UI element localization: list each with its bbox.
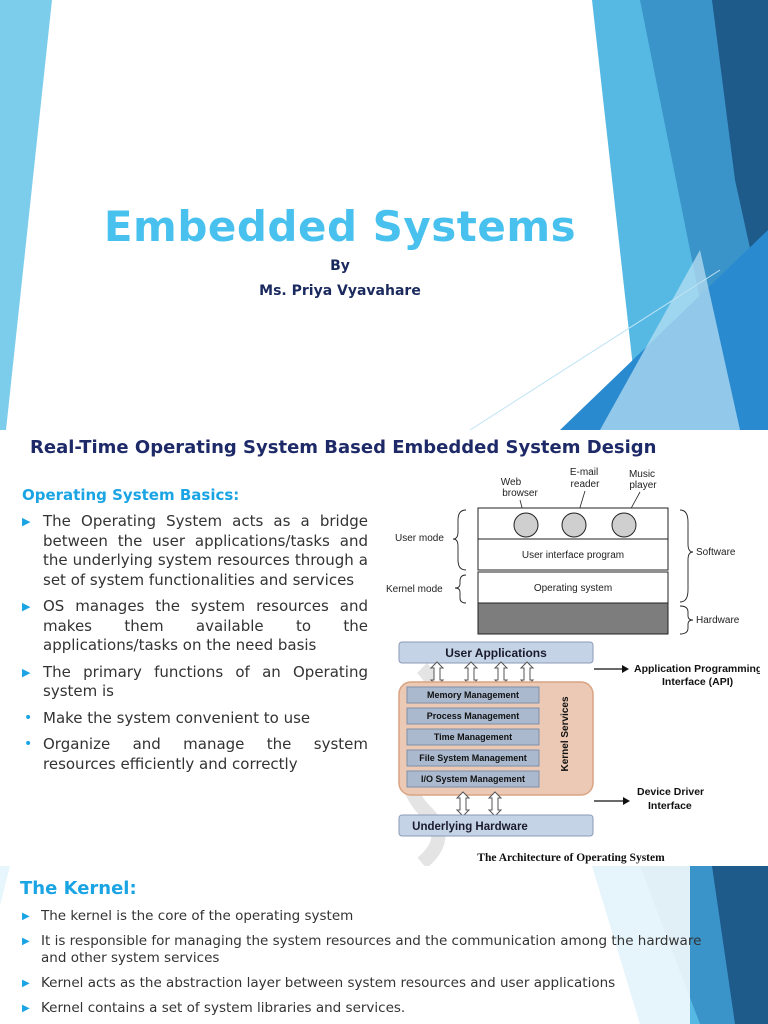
- web-browser-label: browser: [502, 488, 538, 499]
- kernel-mode-label: Kernel mode: [386, 584, 443, 595]
- section-subtitle: Operating System Basics:: [22, 486, 240, 504]
- app-icon: [513, 512, 539, 538]
- os-architecture-svg: User Applications Application Programmin…: [398, 641, 762, 866]
- title-slide: Embedded Systems By Ms. Priya Vyavahare: [0, 0, 768, 430]
- email-reader-label: E-mail: [570, 467, 598, 478]
- os-modes-diagram: Web browser E-mail reader Music player U…: [382, 460, 750, 638]
- driver-label-line1: Device Driver: [637, 786, 704, 798]
- driver-label-line2: Interface: [648, 800, 692, 812]
- hardware-layer: [477, 602, 669, 635]
- app-icon: [561, 512, 587, 538]
- slide-title: The Kernel:: [20, 878, 137, 899]
- hardware-brace: [679, 605, 694, 635]
- arrow-bullet-icon: ▶: [22, 936, 30, 947]
- slide-title: Embedded Systems: [103, 202, 577, 251]
- api-arrow-head: [622, 665, 629, 673]
- user-applications-box: [398, 641, 594, 664]
- bullet-list: ▶The Operating System acts as a bridge b…: [22, 512, 368, 781]
- left-stripe: [0, 0, 52, 430]
- music-player-label: Music: [629, 469, 655, 480]
- list-item: ▶Kernel contains a set of system librari…: [22, 1000, 406, 1016]
- kernel-service-box: [406, 686, 540, 704]
- driver-arrow-head: [623, 797, 630, 805]
- os-architecture-diagram: User Applications Application Programmin…: [382, 638, 762, 866]
- double-arrow: [455, 791, 471, 817]
- api-label-line1: Application Programming: [634, 663, 760, 675]
- author-name: Ms. Priya Vyavahare: [259, 283, 421, 299]
- right-panel-dark: [712, 866, 768, 1024]
- list-item: ▶The kernel is the core of the operating…: [22, 908, 354, 924]
- app-icon: [611, 512, 637, 538]
- slide-title: Real-Time Operating System Based Embedde…: [30, 437, 657, 458]
- web-browser-label: Web: [501, 477, 522, 488]
- slide1-decoration: [0, 0, 768, 430]
- figure-caption: The Architecture of Operating System: [477, 852, 665, 864]
- kernel-service-box: [406, 770, 540, 788]
- list-item: •Make the system convenient to use: [24, 708, 311, 727]
- kernel-service-box: [406, 707, 540, 725]
- kernel-service-box: [406, 728, 540, 746]
- music-player-label: player: [629, 480, 657, 491]
- kernel-service-label: Time Management: [434, 732, 512, 742]
- kernel-services-label: Kernel Services: [560, 696, 571, 771]
- list-item: •Organize and manage the system resource…: [24, 735, 368, 773]
- user-mode-label: User mode: [395, 533, 444, 544]
- arrow-bullet-icon: ▶: [22, 911, 30, 922]
- dot-bullet-icon: •: [24, 736, 33, 752]
- arrow-bullet-icon: ▶: [22, 978, 30, 989]
- dot-bullet-icon: •: [24, 709, 33, 726]
- slide3-decoration: [0, 866, 768, 1024]
- ui-program-label: User interface program: [522, 550, 624, 561]
- arrow-bullet-icon: ▶: [22, 515, 31, 528]
- rtos-slide: Real-Time Operating System Based Embedde…: [0, 430, 768, 866]
- underlying-hardware-label: Underlying Hardware: [412, 821, 528, 833]
- arrow-bullet-icon: ▶: [22, 1003, 30, 1014]
- os-layer: [477, 571, 669, 604]
- right-wedge-light: [600, 250, 740, 430]
- content-backdrop: [0, 866, 690, 1024]
- thin-line: [469, 269, 721, 430]
- kernel-service-box: [406, 749, 540, 767]
- arrow-bullet-icon: ▶: [22, 600, 31, 613]
- arrow-bullet-icon: ▶: [22, 665, 31, 679]
- list-item: ▶Kernel acts as the abstraction layer be…: [22, 975, 616, 991]
- kernel-service-label: Memory Management: [427, 690, 519, 700]
- os-label: Operating system: [534, 583, 612, 594]
- api-label-line2: Interface (API): [662, 676, 733, 688]
- os-modes-svg: Web browser E-mail reader Music player U…: [386, 467, 740, 635]
- kernel-mode-brace: [454, 574, 467, 604]
- software-label: Software: [696, 547, 736, 558]
- kernel-service-label: I/O System Management: [421, 774, 525, 784]
- kernel-service-label: Process Management: [427, 711, 520, 721]
- underlying-hardware-box: [398, 814, 594, 837]
- list-item: ▶It is responsible for managing the syst…: [22, 933, 702, 966]
- list-item: ▶The primary functions of an Operating s…: [22, 662, 368, 701]
- bullet-list: ▶The kernel is the core of the operating…: [22, 908, 702, 1024]
- double-arrow: [487, 791, 503, 817]
- kernel-service-label: File System Management: [419, 753, 527, 763]
- user-applications-label: User Applications: [445, 646, 547, 660]
- email-reader-label: reader: [571, 479, 601, 490]
- kernel-slide: The Kernel: ▶The kernel is the core of t…: [0, 866, 768, 1024]
- software-brace: [679, 509, 694, 603]
- by-label: By: [330, 258, 350, 274]
- list-item: ▶OS manages the system resources and mak…: [22, 597, 368, 654]
- list-item: ▶The Operating System acts as a bridge b…: [22, 512, 368, 589]
- ui-program-layer: [477, 538, 669, 571]
- user-mode-brace: [452, 509, 467, 571]
- hardware-label: Hardware: [696, 615, 740, 626]
